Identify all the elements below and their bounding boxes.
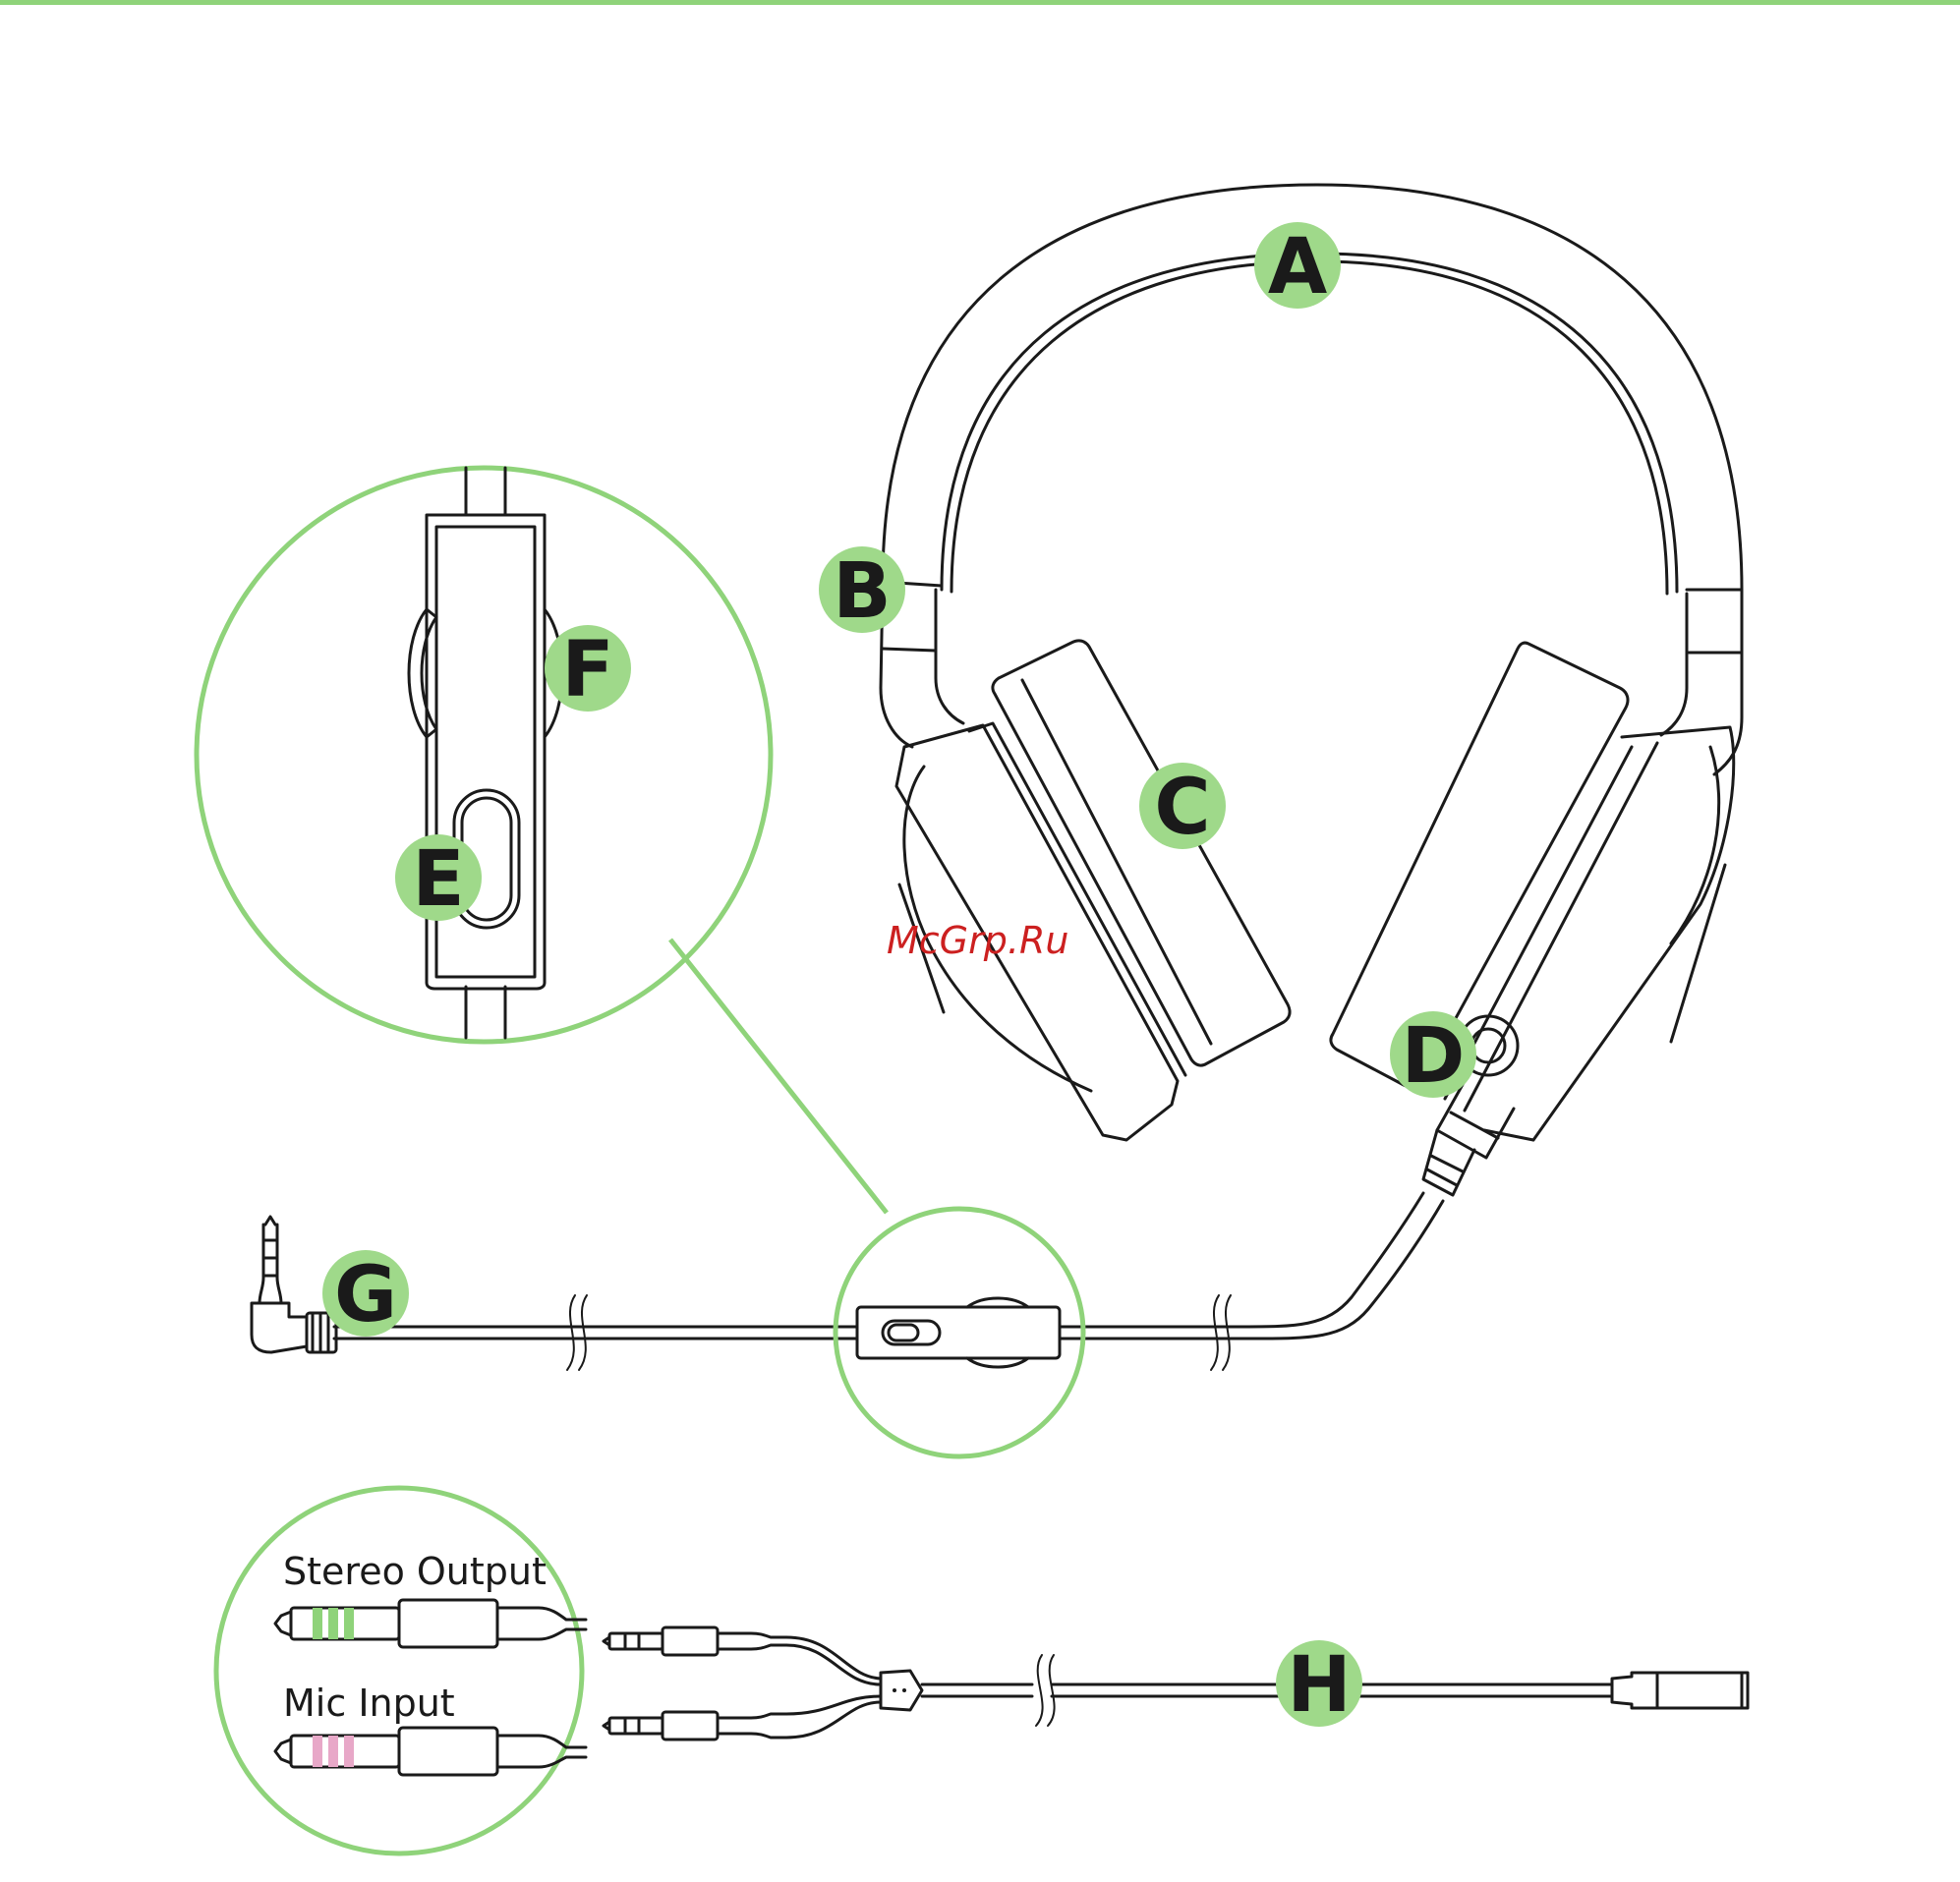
svg-text:F: F xyxy=(561,626,613,714)
callout-g: G xyxy=(322,1250,409,1340)
inline-remote-enlarged xyxy=(409,468,562,1038)
svg-text:B: B xyxy=(833,547,891,636)
inline-remote-small xyxy=(857,1298,1060,1367)
svg-text:H: H xyxy=(1287,1641,1351,1730)
callout-c: C xyxy=(1139,763,1226,852)
callout-h: H xyxy=(1276,1640,1362,1730)
callout-b: B xyxy=(819,546,905,636)
svg-text:C: C xyxy=(1154,764,1210,852)
mic-input-plug xyxy=(275,1728,586,1775)
svg-text:D: D xyxy=(1402,1012,1466,1101)
callout-a: A xyxy=(1254,222,1341,312)
ear-cushion xyxy=(993,641,1290,1065)
watermark-text: McGrp.Ru xyxy=(887,919,1068,962)
svg-text:E: E xyxy=(412,835,464,924)
svg-text:G: G xyxy=(334,1251,397,1340)
mic-input-label: Mic Input xyxy=(283,1682,455,1725)
stereo-output-plug xyxy=(275,1600,586,1647)
svg-text:A: A xyxy=(1268,223,1327,312)
splitter-zoom-circle xyxy=(216,1488,582,1853)
stereo-output-label: Stereo Output xyxy=(283,1550,547,1593)
top-accent-bar xyxy=(0,0,1960,5)
callout-d: D xyxy=(1390,1011,1476,1101)
callout-f: F xyxy=(545,625,631,714)
splitter-cable xyxy=(604,1627,1748,1739)
